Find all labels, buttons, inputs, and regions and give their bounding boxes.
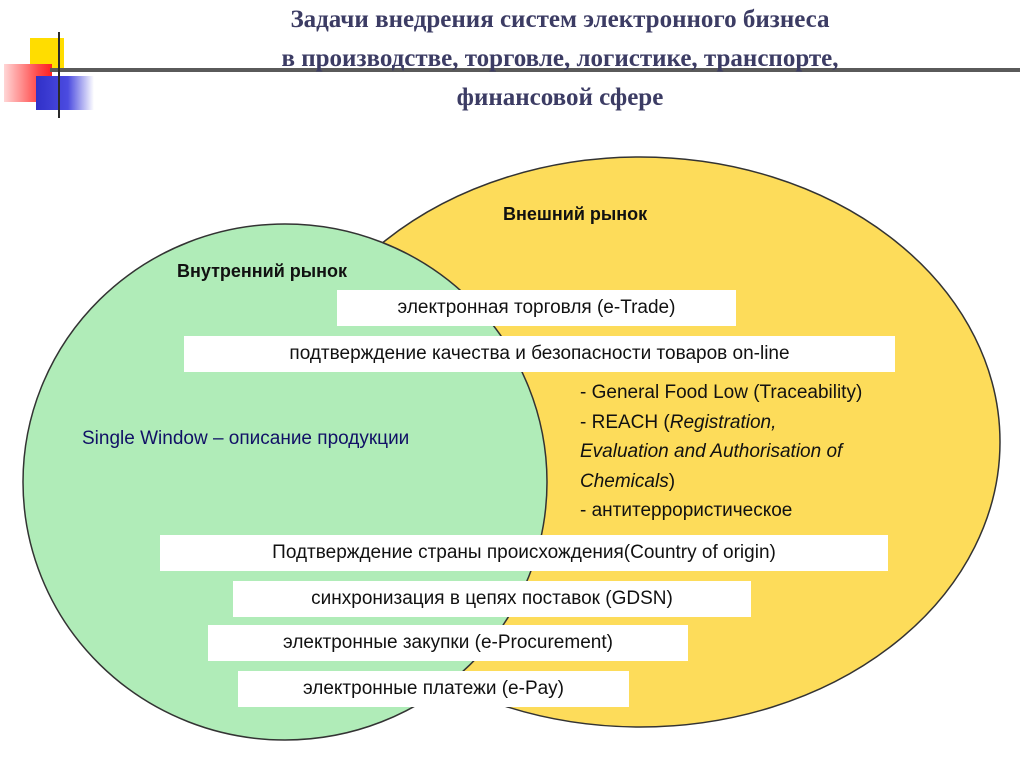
antiterror-item: - антитеррористическое <box>580 500 793 521</box>
reach-italic-1: Registration, <box>669 411 777 433</box>
title-line-2: в производстве, торговле, логистике, тра… <box>281 45 839 72</box>
reach-suffix: ) <box>668 470 676 492</box>
deco-blue-square <box>36 76 94 110</box>
country-of-origin-box: Подтверждение страны происхождения(Count… <box>160 535 888 571</box>
title-line-3: финансовой сфере <box>456 84 664 111</box>
reach-italic-3: Chemicals <box>580 470 669 492</box>
internal-market-label: Внутренний рынок <box>177 261 348 281</box>
title-divider-line <box>50 68 1020 72</box>
external-market-label: Внешний рынок <box>503 204 648 224</box>
quality-confirmation-box: подтверждение качества и безопасности то… <box>184 336 895 372</box>
reach-item-line-2: Evaluation and Authorisation of <box>580 437 862 467</box>
page-title: Задачи внедрения систем электронного биз… <box>150 0 970 117</box>
gdsn-box: синхронизация в цепях поставок (GDSN) <box>233 581 751 617</box>
e-trade-box: электронная торговля (e-Trade) <box>337 290 736 326</box>
e-pay-box: электронные платежи (e-Pay) <box>238 671 629 707</box>
reach-item-line-1: - REACH (Registration, <box>580 408 862 438</box>
food-law-item: - General Food Low (Traceability) <box>580 382 863 403</box>
reach-italic-2: Evaluation and Authorisation of <box>580 441 843 462</box>
e-procurement-box: электронные закупки (e-Procurement) <box>208 625 688 661</box>
reach-item-line-3: Chemicals) <box>580 467 862 497</box>
deco-vertical-line <box>58 32 60 118</box>
regulations-list: - General Food Low (Traceability) - REAC… <box>580 378 862 526</box>
title-line-1: Задачи внедрения систем электронного биз… <box>290 6 830 33</box>
single-window-text: Single Window – описание продукции <box>82 428 410 449</box>
reach-prefix: - REACH ( <box>580 411 670 433</box>
